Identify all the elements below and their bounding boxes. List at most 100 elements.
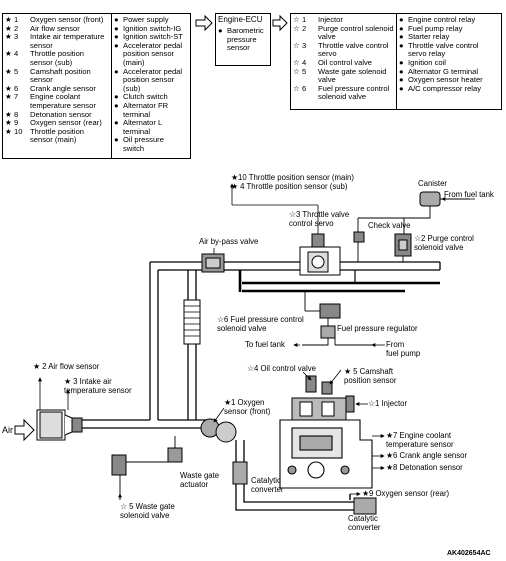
intake-to-turbo [82, 419, 150, 429]
item-number: 2 [14, 23, 19, 33]
label-check-valve: Check valve [368, 221, 411, 230]
label-from-fuel-pump: From fuel pump [386, 340, 421, 358]
canister [419, 191, 441, 207]
bullet-mark: ● [114, 118, 119, 128]
inputs-divider [111, 14, 112, 158]
cylinder-head [291, 397, 347, 421]
bullet-mark: ● [399, 40, 404, 50]
bullet-mark: ● [399, 15, 404, 24]
waste-gate-actuator [167, 447, 183, 463]
item-text: Barometric pressure sensor [227, 26, 264, 53]
item-number: 6 [302, 83, 307, 93]
label-catalytic-1: Catalytic converter [251, 476, 284, 494]
bullet-mark: ★ [5, 126, 12, 136]
intake-runner [150, 419, 210, 429]
bullet-mark: ● [399, 75, 404, 85]
label-to-fuel-tank: To fuel tank [245, 340, 285, 349]
item-text: Starter relay [408, 32, 450, 42]
intake-plenum [238, 270, 440, 293]
bullet-mark: ☆ [293, 15, 300, 24]
air-bypass-valve [201, 253, 225, 273]
item-number: 5 [14, 66, 19, 76]
bullet-mark: ● [114, 23, 119, 33]
bullet-mark: ● [218, 26, 223, 35]
turbocharger [200, 418, 237, 443]
item-text: Power supply [123, 15, 169, 24]
fuel-pressure-regulator [320, 325, 336, 339]
item-number: 4 [14, 49, 19, 59]
engine-block [279, 419, 373, 489]
item-number: 5 [302, 66, 307, 76]
figure-code: AK402654AC [447, 550, 491, 557]
purge-control-valve [394, 233, 412, 257]
label-oil-control-valve: ☆4 Oil control valve [247, 364, 316, 373]
item-text: Air flow sensor [30, 23, 80, 33]
bullet-mark: ● [399, 83, 404, 93]
item-text: Throttle valve control servo relay [408, 40, 479, 59]
list-item: ●Accelerator pedal position sensor (sub) [114, 66, 183, 94]
list-item: ★2 Air flow sensor [5, 23, 104, 34]
label-catalytic-2: Catalytic converter [348, 514, 381, 532]
bullet-mark: ★ [5, 83, 12, 93]
list-item: ● Throttle valve control servo relay [399, 40, 483, 59]
label-purge-valve: ☆2 Purge control solenoid valve [414, 234, 474, 252]
throttle-body [299, 233, 341, 276]
fuel-lines [302, 291, 372, 346]
bullet-mark: ● [399, 23, 404, 33]
bullet-mark: ★ [5, 92, 12, 102]
catalytic-converter-1 [232, 461, 248, 485]
label-tps-sub: ★ 4 Throttle position sensor (sub) [231, 182, 348, 191]
relay-list: ●Engine control relay●Fuel pump relay●St… [399, 15, 483, 93]
list-item: ●Ignition switch-ST [114, 33, 183, 42]
bullet-mark: ☆ [293, 66, 300, 76]
list-item: ● Alternator L terminal [114, 118, 183, 136]
bullet-mark: ● [114, 15, 119, 24]
label-camshaft-sensor: ★ 5 Camshaft position sensor [344, 367, 397, 385]
air-flow-sensor-body [71, 417, 83, 433]
check-valve [353, 231, 365, 243]
list-item: ●Starter relay [399, 33, 483, 42]
bullet-mark: ★ [5, 23, 12, 33]
item-text: Ignition switch-ST [123, 32, 183, 42]
item-text: Alternator L terminal [123, 118, 163, 136]
item-text: Alternator FR terminal [123, 100, 169, 119]
item-number: 3 [14, 32, 19, 42]
outputs-divider [396, 14, 397, 109]
item-text: Purge control solenoid valve [318, 23, 394, 42]
label-fuel-pressure-regulator: Fuel pressure regulator [337, 324, 418, 333]
bullet-mark: ● [114, 40, 119, 50]
label-injector: ☆1 Injector [368, 399, 408, 408]
item-text: Ignition switch-IG [123, 23, 182, 33]
list-item: ●Ignition coil [399, 57, 483, 68]
item-text: Accelerator pedal position sensor (main) [123, 40, 183, 67]
item-number: 1 [302, 15, 307, 24]
list-item: ●Fuel pump relay [399, 23, 483, 34]
item-number: 6 [14, 83, 19, 93]
label-intake-air-temp: ★ 3 Intake air temperature sensor [64, 377, 132, 395]
item-text: Ignition coil [408, 57, 446, 67]
item-text: Clutch switch [123, 92, 168, 102]
bullet-mark: ☆ [293, 23, 300, 33]
air-cleaner [36, 409, 73, 441]
bullet-mark: ● [114, 66, 119, 76]
bullet-mark: ★ [5, 66, 12, 76]
item-number: 7 [14, 92, 19, 102]
item-text: A/C compressor relay [408, 83, 482, 93]
ecu-title: Engine-ECU [218, 15, 263, 24]
intercooler-tube-right [187, 270, 197, 420]
label-air: Air [2, 425, 13, 435]
